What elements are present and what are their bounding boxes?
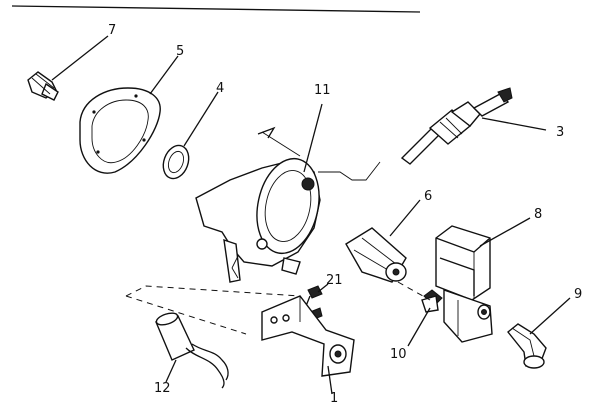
leader-5 [149,55,179,95]
part-9-elbow [507,323,547,369]
part-8-valve [435,225,493,343]
part-12-electrode [155,312,229,389]
callout-7: 7 [108,23,116,38]
part-3-sensor [400,87,513,165]
part-1-bracket [261,295,355,377]
leader-21 [317,283,329,293]
callout-1: 1 [330,391,338,404]
leader-8 [479,217,531,247]
leader-9 [529,297,571,335]
part-7-fitting [27,71,59,101]
leader-4 [183,91,219,147]
leader-6 [389,199,421,237]
assembly-line-upper [318,161,381,181]
callout-10: 10 [390,347,407,362]
callout-6: 6 [424,189,432,204]
callout-5: 5 [176,44,184,59]
callout-3: 3 [556,125,564,140]
part-6-coupling [345,227,407,283]
leader-3 [481,117,547,131]
callout-8: 8 [534,207,542,222]
callout-11: 11 [314,83,331,98]
part-4-ring [162,144,190,180]
leader-12 [165,359,177,383]
callout-4: 4 [216,81,224,96]
part-5-gasket [79,87,161,174]
leader-7 [51,35,109,81]
callout-12: 12 [154,381,171,396]
part-10-nut [421,289,443,313]
callout-21: 21 [326,273,343,288]
assembly-dashed-box [125,285,301,335]
callout-9: 9 [574,287,582,302]
part-11-housing [195,126,321,283]
leader-1 [327,365,333,395]
top-border-line [11,5,421,13]
leader-10 [407,307,431,347]
leader-11 [303,103,323,173]
